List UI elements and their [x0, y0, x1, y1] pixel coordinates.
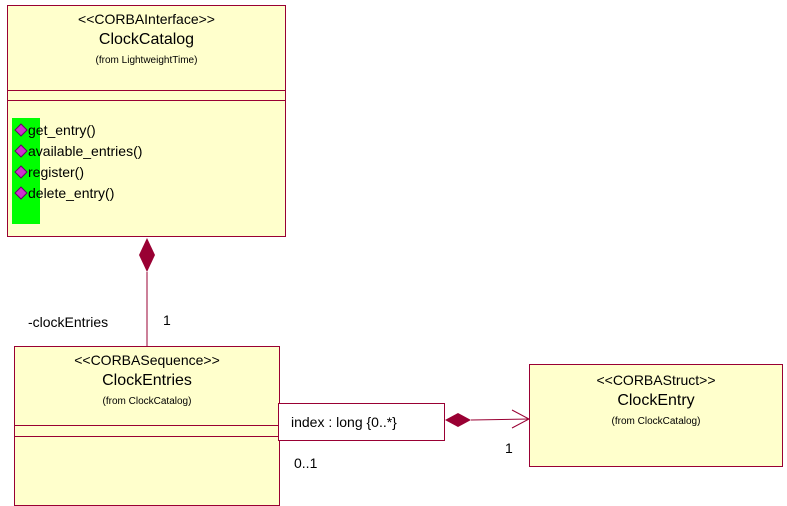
- operation-item[interactable]: available_entries(): [14, 140, 142, 161]
- target-multiplicity: 1: [505, 440, 513, 456]
- association-role-label: -clockEntries: [28, 314, 109, 330]
- attribute-compartment-divider: [8, 90, 285, 91]
- class-clock-entry[interactable]: <<CORBAStruct>> ClockEntry (from ClockCa…: [529, 364, 783, 467]
- operation-item[interactable]: get_entry(): [14, 119, 142, 140]
- class-package: (from LightweightTime): [95, 55, 198, 66]
- association-line-entries-entry: [470, 418, 530, 421]
- qualifier-composition-diamond-icon: [445, 413, 471, 427]
- class-name[interactable]: ClockCatalog: [98, 31, 195, 48]
- class-stereotype: <<CORBAInterface>>: [78, 11, 215, 27]
- association-multiplicity: 1: [163, 312, 171, 328]
- class-header: <<CORBASequence>> ClockEntries (from Clo…: [15, 347, 279, 407]
- operation-diamond-icon: [14, 186, 28, 201]
- qualifier-box[interactable]: index : long {0..*}: [278, 403, 445, 441]
- class-header: <<CORBAStruct>> ClockEntry (from ClockCa…: [530, 365, 782, 427]
- operation-diamond-icon: [14, 144, 28, 159]
- class-package: (from ClockCatalog): [102, 396, 192, 407]
- operation-label: available_entries(): [28, 142, 143, 159]
- operation-label: delete_entry(): [28, 184, 115, 201]
- composition-diamond-icon: [139, 238, 155, 272]
- operation-compartment-divider: [8, 100, 285, 101]
- operations-list: get_entry() available_entries() register…: [14, 119, 142, 203]
- class-stereotype: <<CORBASequence>>: [74, 352, 220, 368]
- operation-diamond-icon: [14, 165, 28, 180]
- operation-item[interactable]: register(): [14, 161, 142, 182]
- class-name[interactable]: ClockEntry: [617, 392, 695, 409]
- operation-item[interactable]: delete_entry(): [14, 182, 142, 203]
- class-name[interactable]: ClockEntries: [102, 372, 192, 389]
- operation-label: register(): [28, 163, 85, 180]
- class-package: (from ClockCatalog): [611, 416, 701, 427]
- class-clock-catalog[interactable]: <<CORBAInterface>> ClockCatalog (from Li…: [7, 5, 286, 237]
- operation-label: get_entry(): [28, 121, 96, 138]
- operation-compartment-divider: [15, 436, 279, 437]
- class-stereotype: <<CORBAStruct>>: [596, 372, 716, 388]
- attribute-compartment-divider: [15, 425, 279, 426]
- class-clock-entries[interactable]: <<CORBASequence>> ClockEntries (from Clo…: [14, 346, 280, 506]
- class-header: <<CORBAInterface>> ClockCatalog (from Li…: [8, 6, 285, 66]
- operation-diamond-icon: [14, 123, 28, 138]
- source-multiplicity: 0..1: [294, 455, 318, 471]
